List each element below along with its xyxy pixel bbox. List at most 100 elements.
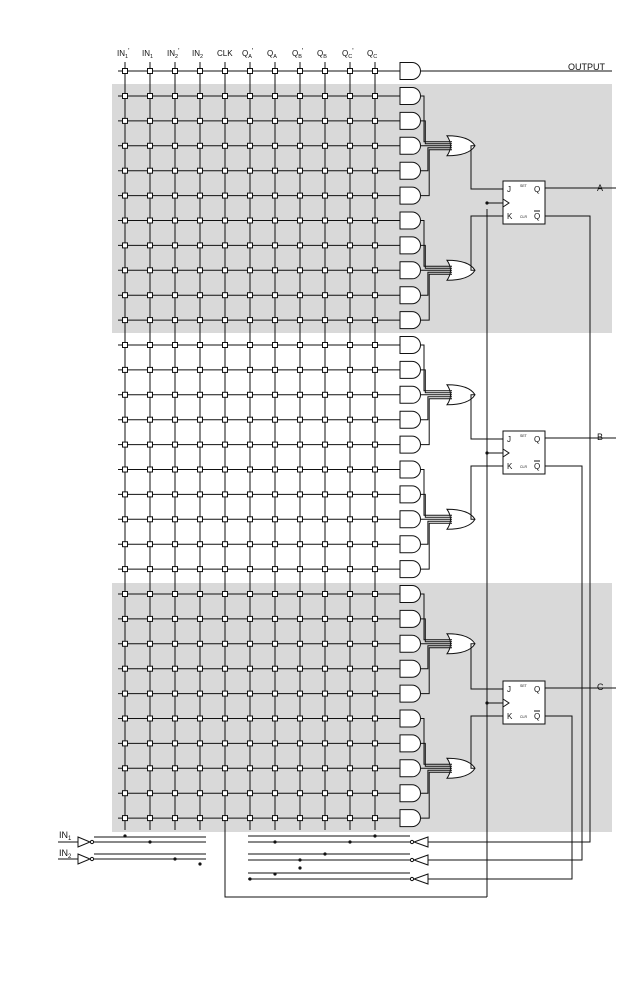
crosspoint-junction <box>222 93 228 99</box>
crosspoint-junction <box>347 416 353 423</box>
crosspoint-junction <box>372 167 378 174</box>
crosspoint-junction <box>172 217 178 224</box>
crosspoint-junction <box>247 292 253 299</box>
crosspoint-junction <box>347 267 353 274</box>
crosspoint-junction <box>197 192 203 199</box>
crosspoint-junction <box>172 491 178 498</box>
feedback-wire <box>428 465 583 861</box>
crosspoint-junction <box>247 441 253 448</box>
crosspoint-junction <box>147 416 153 423</box>
crosspoint-junction <box>272 591 278 597</box>
and-gate <box>399 261 421 280</box>
crosspoint-junction <box>247 217 253 224</box>
feedback-wire <box>428 715 573 880</box>
column-connection-dot <box>348 840 352 844</box>
crosspoint-junction <box>172 68 178 74</box>
crosspoint-junction <box>197 317 203 324</box>
crosspoint-junction <box>297 317 303 324</box>
crosspoint-junction <box>147 68 153 74</box>
and-gate <box>399 460 421 479</box>
and-gate <box>399 111 421 130</box>
crosspoint-junction <box>197 416 203 423</box>
crosspoint-junction <box>122 516 128 523</box>
crosspoint-junction <box>122 615 128 622</box>
ff-set-label: SET <box>520 684 528 688</box>
crosspoint-junction <box>197 715 203 722</box>
crosspoint-junction <box>322 466 328 473</box>
crosspoint-junction <box>197 591 203 597</box>
crosspoint-junction <box>172 765 178 772</box>
crosspoint-junction <box>322 615 328 622</box>
crosspoint-junction <box>172 591 178 597</box>
crosspoint-junction <box>147 391 153 398</box>
crosspoint-junction <box>347 715 353 722</box>
crosspoint-junction <box>222 466 228 473</box>
crosspoint-junction <box>222 665 228 672</box>
crosspoint-junctions <box>122 68 378 822</box>
crosspoint-junction <box>197 117 203 124</box>
crosspoint-junction <box>322 93 328 99</box>
crosspoint-junction <box>322 366 328 373</box>
inverter-bubble <box>409 839 415 845</box>
crosspoint-junction <box>247 640 253 647</box>
feedback-wiring <box>58 209 591 898</box>
ff-j-label: J <box>507 435 511 444</box>
or-input-bus <box>421 369 452 394</box>
or-input-bus <box>421 120 452 145</box>
crosspoint-junction <box>147 366 153 373</box>
crosspoint-junction <box>222 740 228 747</box>
crosspoint-junction <box>222 416 228 423</box>
crosspoint-junction <box>297 117 303 124</box>
crosspoint-junction <box>322 242 328 249</box>
or-input-bus <box>421 771 452 819</box>
crosspoint-junction <box>147 640 153 647</box>
crosspoint-junction <box>247 267 253 274</box>
or-input-bus <box>421 769 452 794</box>
column-label: IN1 <box>142 49 153 60</box>
crosspoint-junction <box>372 690 378 697</box>
column-label: QB <box>317 49 327 60</box>
crosspoint-junction <box>172 640 178 647</box>
crosspoint-junction <box>222 640 228 647</box>
crosspoint-junction <box>122 416 128 423</box>
crosspoint-junction <box>122 815 128 822</box>
crosspoint-junction <box>297 591 303 597</box>
crosspoint-junction <box>172 516 178 523</box>
and-gate <box>399 360 421 379</box>
crosspoint-junction <box>322 790 328 797</box>
or-input-bus <box>421 593 452 641</box>
crosspoint-junction <box>147 192 153 199</box>
crosspoint-junction <box>172 690 178 697</box>
crosspoint-junction <box>147 242 153 249</box>
crosspoint-junction <box>197 242 203 249</box>
crosspoint-junction <box>122 391 128 398</box>
crosspoint-junction <box>272 491 278 498</box>
crosspoint-junction <box>147 292 153 299</box>
output-label: OUTPUT <box>568 62 606 72</box>
and-gate <box>399 560 421 579</box>
crosspoint-junction <box>122 192 128 199</box>
crosspoint-junction <box>322 217 328 224</box>
crosspoint-junction <box>172 391 178 398</box>
and-gate <box>399 236 421 255</box>
crosspoint-junction <box>147 491 153 498</box>
crosspoint-junction <box>122 466 128 473</box>
crosspoint-junction <box>122 665 128 672</box>
ff-clr-label: CLR <box>520 465 527 469</box>
crosspoint-junction <box>197 615 203 622</box>
crosspoint-junction <box>347 167 353 174</box>
crosspoint-junction <box>297 690 303 697</box>
crosspoint-junction <box>222 690 228 697</box>
crosspoint-junction <box>372 566 378 573</box>
crosspoint-junction <box>197 441 203 448</box>
crosspoint-junction <box>122 640 128 647</box>
crosspoint-junction <box>197 342 203 348</box>
crosspoint-junction <box>347 366 353 373</box>
inverter-bubble <box>409 876 415 882</box>
crosspoint-junction <box>122 167 128 174</box>
crosspoint-junction <box>272 142 278 149</box>
crosspoint-junction <box>297 68 303 74</box>
crosspoint-junction <box>297 640 303 647</box>
crosspoint-junction <box>322 292 328 299</box>
crosspoint-junction <box>372 342 378 348</box>
